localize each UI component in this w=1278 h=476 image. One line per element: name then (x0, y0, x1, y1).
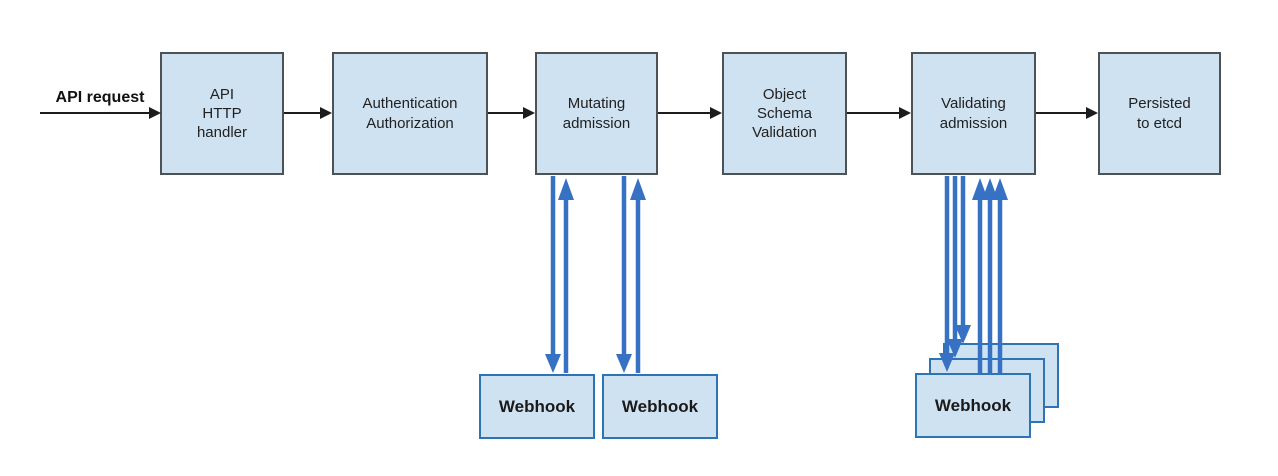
api-request-label: API request (55, 89, 145, 106)
flow-box-mutating-admission: Mutating admission (535, 52, 658, 175)
flow-box-api-http-handler: API HTTP handler (160, 52, 284, 175)
flow-box-label-line: Validation (752, 124, 817, 142)
flow-box-authentication-authorization: Authentication Authorization (332, 52, 488, 175)
arrow-handler-to-auth (284, 107, 332, 119)
blue-arrow-validating-down-3 (955, 176, 971, 344)
webhook-box-mutating-2: Webhook (602, 374, 718, 439)
arrow-auth-to-mutating (488, 107, 535, 119)
blue-arrow-mutating-up-2 (630, 178, 646, 373)
webhook-label: Webhook (934, 395, 1012, 415)
flow-box-label-line: Validating (941, 95, 1006, 113)
webhook-label: Webhook (498, 396, 576, 416)
flow-box-label-line: Object (762, 85, 807, 103)
arrow-api-request (40, 107, 161, 119)
arrow-schema-to-validating (847, 107, 911, 119)
flow-box-label-line: Authentication (362, 95, 458, 113)
webhook-label: Webhook (621, 396, 699, 416)
flow-box-label-line: HTTP (202, 104, 242, 122)
flow-box-label-line: Authorization (366, 114, 454, 132)
flow-box-label-line: admission (562, 114, 631, 132)
flow-box-object-schema-validation: Object Schema Validation (722, 52, 847, 175)
flow-box-label-line: Mutating (567, 95, 626, 113)
blue-arrow-mutating-down-1 (545, 176, 561, 373)
webhook-box-mutating-1: Webhook (479, 374, 595, 439)
flow-box-validating-admission: Validating admission (911, 52, 1036, 175)
arrow-mutating-to-schema (658, 107, 722, 119)
flow-box-label-line: Schema (756, 104, 813, 122)
flow-box-label-line: handler (196, 124, 248, 142)
flow-box-label-line: API (209, 85, 235, 103)
blue-arrow-mutating-down-2 (616, 176, 632, 373)
flow-box-label-line: admission (939, 114, 1008, 132)
flow-box-label-line: Persisted (1128, 95, 1191, 113)
blue-arrow-mutating-up-1 (558, 178, 574, 373)
flow-box-label-line: to etcd (1136, 114, 1183, 132)
arrow-validating-to-etcd (1036, 107, 1098, 119)
blue-arrow-validating-down-2 (947, 176, 963, 358)
webhook-box-validating-front: Webhook (915, 373, 1031, 438)
flow-box-persisted-to-etcd: Persisted to etcd (1098, 52, 1221, 175)
